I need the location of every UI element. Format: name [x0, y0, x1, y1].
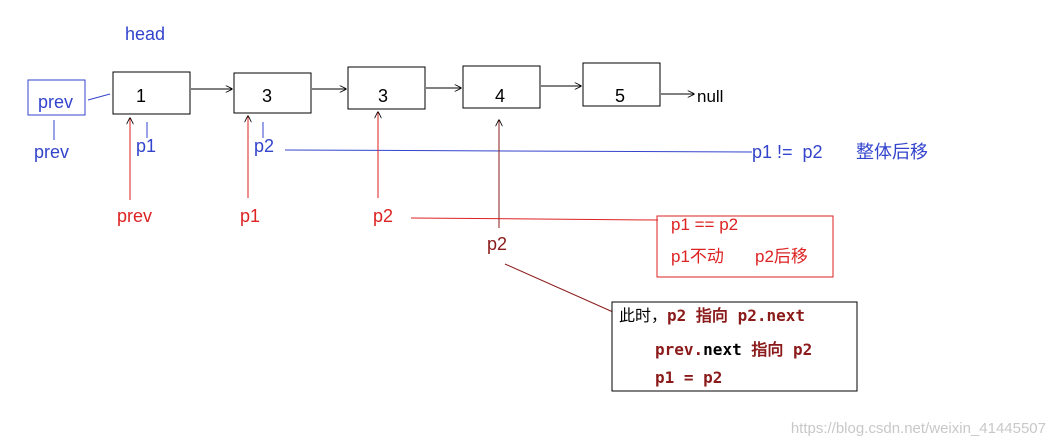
- explanation-line2-b: next: [703, 340, 742, 359]
- node-3: 3: [347, 66, 426, 110]
- red-note-box: [656, 215, 834, 278]
- node-3-value: 3: [378, 86, 388, 106]
- explanation-line1-a: 此时，: [619, 306, 667, 325]
- red-note-line1: p1 == p2: [671, 215, 738, 234]
- p2-blue-label: p2: [254, 136, 274, 156]
- p1-blue-label: p1: [136, 136, 156, 156]
- explanation-line1: 此时，p2 指向 p2.next: [619, 306, 805, 325]
- blue-condition-text: p1 != p2: [752, 142, 823, 162]
- p2-dark-callout-line: [504, 263, 623, 317]
- red-note-line2-b: p2后移: [755, 247, 808, 266]
- blue-action-text: 整体后移: [856, 142, 928, 162]
- blue-guide-line: [284, 149, 753, 153]
- node-1: 1: [112, 71, 191, 115]
- prev-red-label: prev: [117, 206, 152, 226]
- explanation-line1-b: p2 指向: [667, 306, 738, 325]
- explanation-line2-a: prev.: [655, 340, 703, 359]
- node-1-value: 1: [136, 86, 146, 106]
- explanation-line2: prev.next 指向 p2: [655, 340, 812, 359]
- p2-dark-label: p2: [487, 234, 507, 254]
- p2-red-label: p2: [373, 206, 393, 226]
- node-2: 3: [233, 72, 312, 114]
- prev-box: [27, 79, 86, 116]
- red-note-line2-a: p1不动: [671, 247, 724, 266]
- prev-to-head-connector: [87, 93, 111, 101]
- explanation-line1-c: p2.next: [738, 306, 805, 325]
- node-5: 5: [582, 62, 661, 107]
- explanation-line2-c: 指向 p2: [742, 340, 813, 359]
- node-5-value: 5: [615, 86, 625, 106]
- head-label: head: [125, 24, 165, 44]
- node-4: 4: [462, 65, 541, 109]
- p1-red-label: p1: [240, 206, 260, 226]
- explanation-line3: p1 = p2: [655, 368, 722, 387]
- red-guide-line: [410, 217, 659, 221]
- node-2-value: 3: [262, 86, 272, 106]
- prev-below-label: prev: [34, 142, 69, 162]
- node-4-value: 4: [495, 86, 505, 106]
- watermark: https://blog.csdn.net/weixin_41445507: [791, 420, 1046, 437]
- prev-box-label: prev: [38, 92, 73, 112]
- explanation-box: [611, 301, 858, 392]
- null-label: null: [697, 87, 723, 106]
